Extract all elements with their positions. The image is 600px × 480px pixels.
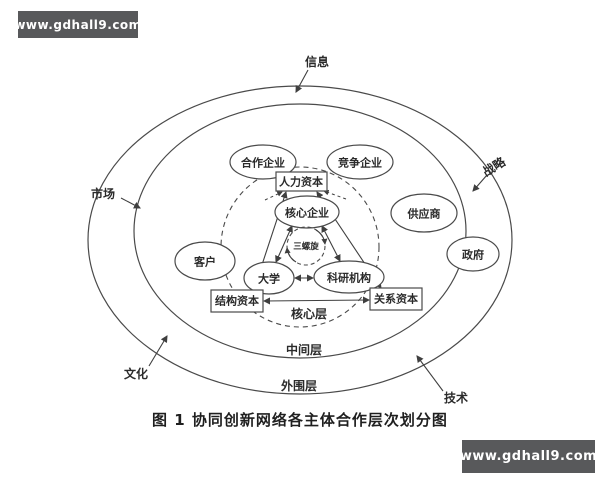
layer-label-outer: 外围层 (281, 378, 317, 393)
dashed-arrow-right-human (323, 190, 347, 200)
watermark-top-left: www.gdhall9.com (14, 11, 141, 38)
node-competitive-enterprise-label: 竞争企业 (338, 156, 382, 170)
node-research-institution-label: 科研机构 (327, 271, 371, 285)
arrow-market (120, 197, 141, 209)
network-diagram: 信息 战略 市场 文化 技术 核心层 中间层 外围层 合作企业 竞争企业 供应商… (87, 54, 513, 405)
layer-label-core: 核心层 (291, 306, 327, 321)
watermark-bottom-right: www.gdhall9.com (460, 440, 597, 473)
node-cooperative-enterprise-label: 合作企业 (241, 156, 285, 170)
node-structural-capital-label: 结构资本 (214, 294, 259, 308)
outer-label-strategy: 战略 (480, 153, 509, 179)
node-core-enterprise (274, 195, 340, 229)
node-human-capital-label: 人力资本 (279, 175, 323, 189)
node-government-label: 政府 (462, 248, 484, 262)
node-customer (174, 241, 236, 281)
node-cooperative-enterprise (229, 144, 297, 180)
outer-label-info: 信息 (305, 54, 329, 69)
middle-layer-ellipse (133, 103, 467, 359)
triple-helix-rotation-arrow-right (315, 229, 328, 245)
arrow-culture (148, 335, 168, 367)
node-supplier-label: 供应商 (407, 207, 441, 221)
node-customer-label: 客户 (193, 255, 216, 269)
figure-caption: 图 1 协同创新网络各主体合作层次划分图 (152, 411, 448, 429)
node-supplier (390, 193, 458, 233)
dashed-arrow-left-human (264, 191, 283, 201)
arrow-structural-relational (262, 296, 371, 305)
node-structural-capital (210, 289, 264, 313)
layer-label-middle: 中间层 (286, 342, 322, 357)
node-core-enterprise-label: 核心企业 (285, 206, 329, 220)
arrow-core-university (275, 225, 293, 263)
node-relational-capital (369, 287, 423, 311)
node-triple-helix-circle (286, 226, 326, 266)
outer-label-market: 市场 (91, 186, 115, 201)
node-competitive-enterprise (326, 144, 394, 180)
triple-helix-rotation-arrow-left (284, 247, 297, 263)
arrow-technology (416, 355, 444, 392)
arrow-core-research (321, 225, 341, 262)
outer-label-technology: 技术 (444, 390, 468, 405)
outer-label-culture: 文化 (124, 366, 148, 381)
node-university-label: 大学 (258, 272, 280, 286)
node-university (243, 261, 295, 295)
node-research-institution (313, 260, 385, 294)
arrow-info (295, 69, 309, 93)
arrow-strategy (472, 174, 488, 192)
node-relational-capital-label: 关系资本 (374, 292, 418, 306)
node-human-capital (275, 171, 328, 192)
node-triple-helix-label: 三螺旋 (293, 241, 319, 252)
node-government (446, 236, 500, 272)
